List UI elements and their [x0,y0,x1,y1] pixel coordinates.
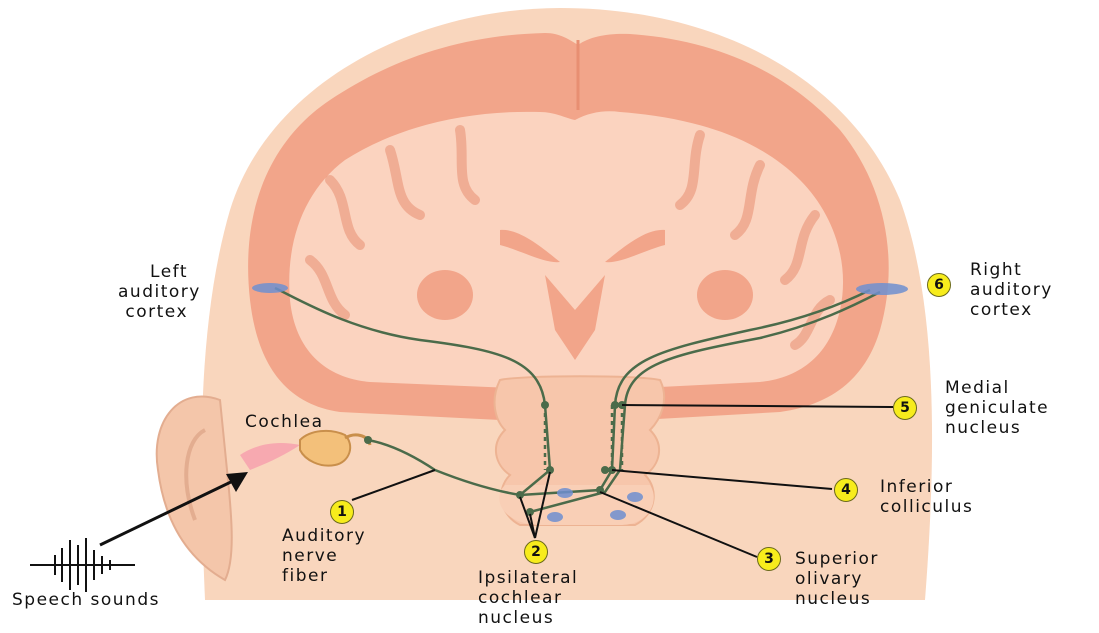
label-line: olivary [795,569,879,589]
label-line: fiber [282,566,366,586]
marker-3: 3 [757,547,781,571]
label-line: auditory [970,280,1053,300]
label-line: nucleus [478,608,578,628]
marker-4: 4 [834,478,858,502]
label-line: nucleus [795,589,879,609]
label-line: Right [970,260,1053,280]
marker-6: 6 [927,273,951,297]
white-matter [289,111,843,412]
label-line: Inferior [880,477,973,497]
label-line: Auditory [282,526,366,546]
label-right-auditory-cortex: Right auditory cortex [970,260,1053,320]
marker-5: 5 [893,396,917,420]
speech-waveform [30,538,135,592]
label-line: auditory [118,282,188,302]
label-line: geniculate [945,398,1049,418]
marker-2: 2 [524,540,548,564]
label-line: Superior [795,549,879,569]
label-left-auditory-cortex: Left auditory cortex [118,262,188,322]
label-auditory-nerve-fiber: Auditory nerve fiber [282,526,366,586]
label-line: colliculus [880,497,973,517]
label-speech-sounds: Speech sounds [12,590,160,610]
label-ipsilateral-cochlear-nucleus: Ipsilateral cochlear nucleus [478,568,578,628]
label-cochlea: Cochlea [245,412,324,432]
label-line: cortex [118,302,188,322]
label-inferior-colliculus: Inferior colliculus [880,477,973,517]
label-line: nucleus [945,418,1049,438]
label-line: Medial [945,378,1049,398]
label-superior-olivary-nucleus: Superior olivary nucleus [795,549,879,609]
label-line: cortex [970,300,1053,320]
label-line: cochlear [478,588,578,608]
label-medial-geniculate-nucleus: Medial geniculate nucleus [945,378,1049,438]
label-line: nerve [282,546,366,566]
label-line: Ipsilateral [478,568,578,588]
label-line: Left [118,262,188,282]
marker-1: 1 [330,500,354,524]
